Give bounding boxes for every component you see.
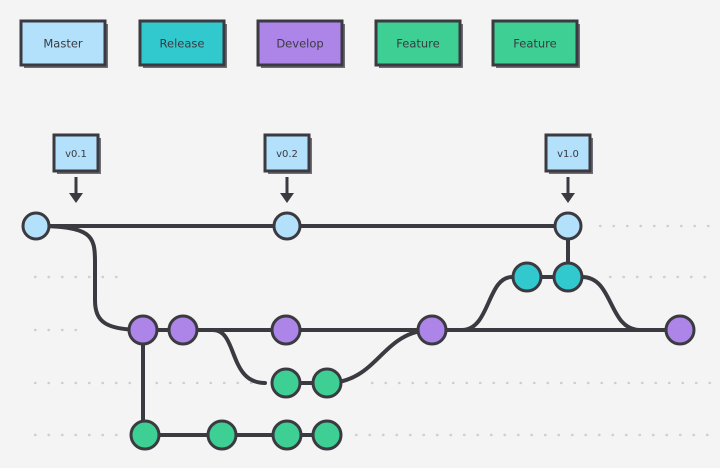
version-tag-v0.2[interactable]: v0.2 — [263, 133, 312, 203]
legend-box[interactable] — [138, 19, 226, 67]
commit-node-d5[interactable] — [664, 314, 696, 346]
commit-node-m3[interactable] — [553, 211, 583, 241]
guide-lines-layer — [33, 224, 714, 437]
commit-node-r1[interactable] — [511, 261, 543, 293]
legend-box[interactable] — [491, 19, 579, 67]
legend-layer: Master Release Develop Feature Feature — [19, 19, 580, 68]
commit-node-m2[interactable] — [272, 211, 302, 241]
commit-node-g4[interactable] — [311, 419, 343, 451]
version-tags-layer: v0.1 v0.2 v1.0 — [52, 133, 593, 203]
legend-label: Release — [160, 37, 205, 51]
commit-node-f2[interactable] — [311, 367, 343, 399]
commit-node-d2[interactable] — [167, 314, 199, 346]
tag-box[interactable] — [52, 133, 100, 173]
legend-label: Master — [43, 37, 83, 51]
legend-item-feature-3[interactable]: Feature — [374, 19, 463, 68]
branch-edge-master-to-develop — [34, 224, 145, 332]
commit-node-g3[interactable] — [271, 419, 303, 451]
tag-label: v1.0 — [557, 149, 579, 160]
commit-node-m1[interactable] — [21, 211, 51, 241]
tag-arrow-head-icon — [561, 193, 575, 203]
legend-label: Feature — [396, 37, 439, 51]
tag-arrow-head-icon — [69, 193, 83, 203]
commit-node-f1[interactable] — [270, 367, 302, 399]
branch-edge-develop-to-release — [460, 275, 514, 332]
tag-label: v0.2 — [276, 149, 298, 160]
tag-arrow-head-icon — [280, 193, 294, 203]
branch-edge-develop-to-feature-upper — [211, 328, 267, 385]
branch-edge-feature-upper-merge — [325, 328, 434, 385]
tag-box[interactable] — [544, 133, 592, 173]
version-tag-v1.0[interactable]: v1.0 — [544, 133, 593, 203]
commit-node-g1[interactable] — [129, 419, 161, 451]
branch-edge-release-to-develop — [580, 275, 642, 332]
tag-label: v0.1 — [65, 149, 87, 160]
legend-box[interactable] — [256, 19, 344, 67]
legend-item-release-1[interactable]: Release — [138, 19, 227, 68]
version-tag-v0.1[interactable]: v0.1 — [52, 133, 101, 203]
legend-label: Feature — [513, 37, 556, 51]
tag-box[interactable] — [263, 133, 311, 173]
legend-item-develop-2[interactable]: Develop — [256, 19, 345, 68]
commit-nodes-layer — [21, 211, 696, 451]
legend-label: Develop — [276, 37, 323, 51]
legend-box[interactable] — [19, 19, 107, 67]
commit-node-d1[interactable] — [127, 314, 159, 346]
legend-item-master-0[interactable]: Master — [19, 19, 108, 68]
commit-node-d3[interactable] — [270, 314, 302, 346]
commit-node-g2[interactable] — [206, 419, 238, 451]
legend-box[interactable] — [374, 19, 462, 67]
commit-node-r2[interactable] — [552, 261, 584, 293]
commit-node-d4[interactable] — [416, 314, 448, 346]
legend-item-feature-4[interactable]: Feature — [491, 19, 580, 68]
